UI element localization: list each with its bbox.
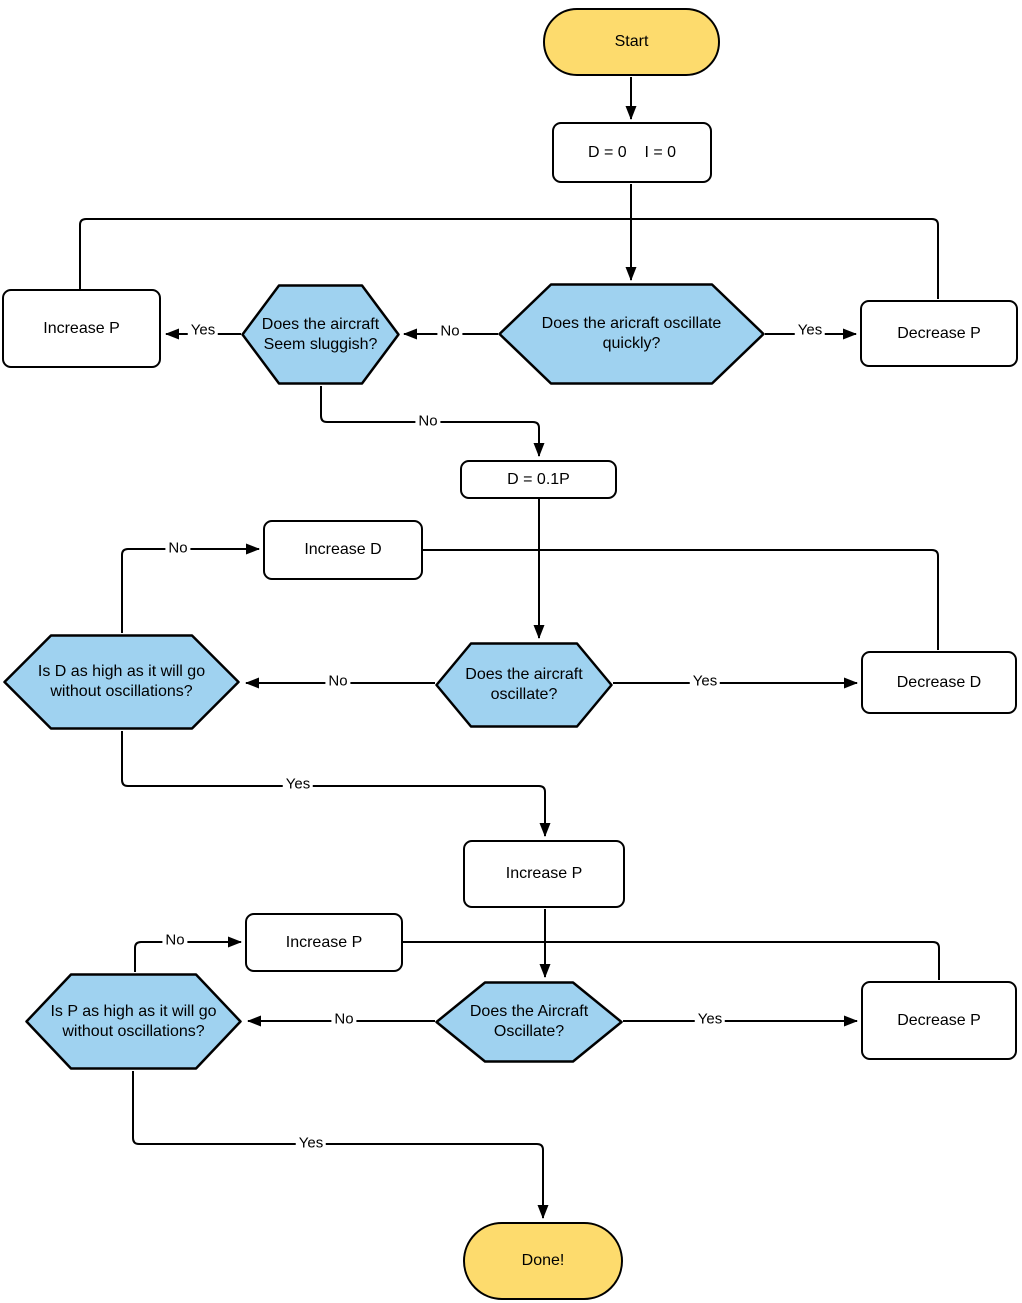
hexagon-shape <box>435 981 623 1063</box>
decision-d-as-high: Is D as high as it will go without oscil… <box>3 634 240 730</box>
hexagon-shape <box>435 642 613 728</box>
hexagon-shape <box>498 283 765 385</box>
edge-label-no-q3-phigh: No <box>331 1010 357 1028</box>
edge-label-no-dhigh-increase-d: No <box>165 539 191 557</box>
connector-dhigh-no-to-increase-d <box>121 543 260 633</box>
node-label-oscillate-bottom: Does the Aircraft Oscillate? <box>469 1003 589 1040</box>
decision-oscillate-quickly: Does the aricraft oscillate quickly? <box>498 283 765 385</box>
node-label-d-as-high: Is D as high as it will go without oscil… <box>37 663 206 700</box>
edge-label-yes-phigh-done: Yes <box>295 1134 327 1152</box>
terminator-done: Done! <box>463 1222 623 1300</box>
decision-oscillate-mid: Does the aircraft oscillate? <box>435 642 613 728</box>
hexagon-shape <box>25 973 242 1070</box>
edge-label-no-q2-dhigh: No <box>325 672 351 690</box>
node-label-decrease-p-bottom: Decrease P <box>897 1011 981 1029</box>
edge-label-no-phigh-increase-p: No <box>162 931 188 949</box>
node-label-decrease-p-top: Decrease P <box>897 324 981 342</box>
process-increase-p-top: Increase P <box>2 289 161 368</box>
node-label-set-d: D = 0.1P <box>507 470 570 488</box>
node-label-increase-d: Increase D <box>304 541 382 558</box>
connector-top-feedback-loop <box>79 218 939 299</box>
connector-phigh-no-to-increase-p-bottom <box>134 936 242 972</box>
decision-seem-sluggish: Does the aircraft Seem sluggish? <box>241 284 400 385</box>
node-label-p-as-high: Is P as high as it will go without oscil… <box>50 1002 217 1040</box>
hexagon-shape <box>3 634 240 730</box>
node-label-increase-p-mid: Increase P <box>505 865 583 882</box>
hexagon-shape <box>241 284 400 385</box>
process-init-d-i: D = 0 I = 0 <box>552 122 712 183</box>
process-decrease-d: Decrease D <box>861 651 1017 714</box>
edge-label-yes-dhigh-increase-p: Yes <box>282 775 314 793</box>
edge-label-yes-sluggish-increase-p: Yes <box>187 321 219 339</box>
node-label-oscillate-quickly: Does the aricraft oscillate quickly? <box>541 315 722 352</box>
node-label-decrease-d: Decrease D <box>896 673 982 691</box>
process-increase-p-bottom: Increase P <box>245 913 403 972</box>
connector-phigh-yes-to-done <box>132 1071 549 1219</box>
node-label-increase-p-bottom: Increase P <box>285 933 363 951</box>
decision-p-as-high: Is P as high as it will go without oscil… <box>25 973 242 1070</box>
process-decrease-p-top: Decrease P <box>860 300 1018 367</box>
terminator-start: Start <box>543 8 720 76</box>
edge-label-no-sluggish-setd: No <box>415 412 441 430</box>
connector-mid-feedback-loop <box>423 549 939 650</box>
edge-label-no-q1-sluggish: No <box>437 322 463 340</box>
node-label-done: Done! <box>521 1252 565 1269</box>
node-label-init: D = 0 I = 0 <box>587 143 677 161</box>
edge-label-yes-q1-decrease-p: Yes <box>794 321 826 339</box>
node-label-seem-sluggish: Does the aircraft Seem sluggish? <box>261 315 380 353</box>
process-set-d: D = 0.1P <box>460 460 617 499</box>
connector-dhigh-yes-to-increase-p-mid <box>121 731 551 837</box>
process-increase-d: Increase D <box>263 520 423 580</box>
process-increase-p-mid: Increase P <box>463 840 625 908</box>
node-label-start: Start <box>614 33 649 50</box>
decision-oscillate-bottom: Does the Aircraft Oscillate? <box>435 981 623 1063</box>
node-label-increase-p-top: Increase P <box>43 319 120 337</box>
connector-bottom-feedback-loop <box>403 941 940 980</box>
edge-label-yes-q3-decrease-p: Yes <box>694 1010 726 1028</box>
edge-label-yes-q2-decrease-d: Yes <box>689 672 721 690</box>
process-decrease-p-bottom: Decrease P <box>861 981 1017 1060</box>
node-label-oscillate-mid: Does the aircraft oscillate? <box>465 666 583 703</box>
